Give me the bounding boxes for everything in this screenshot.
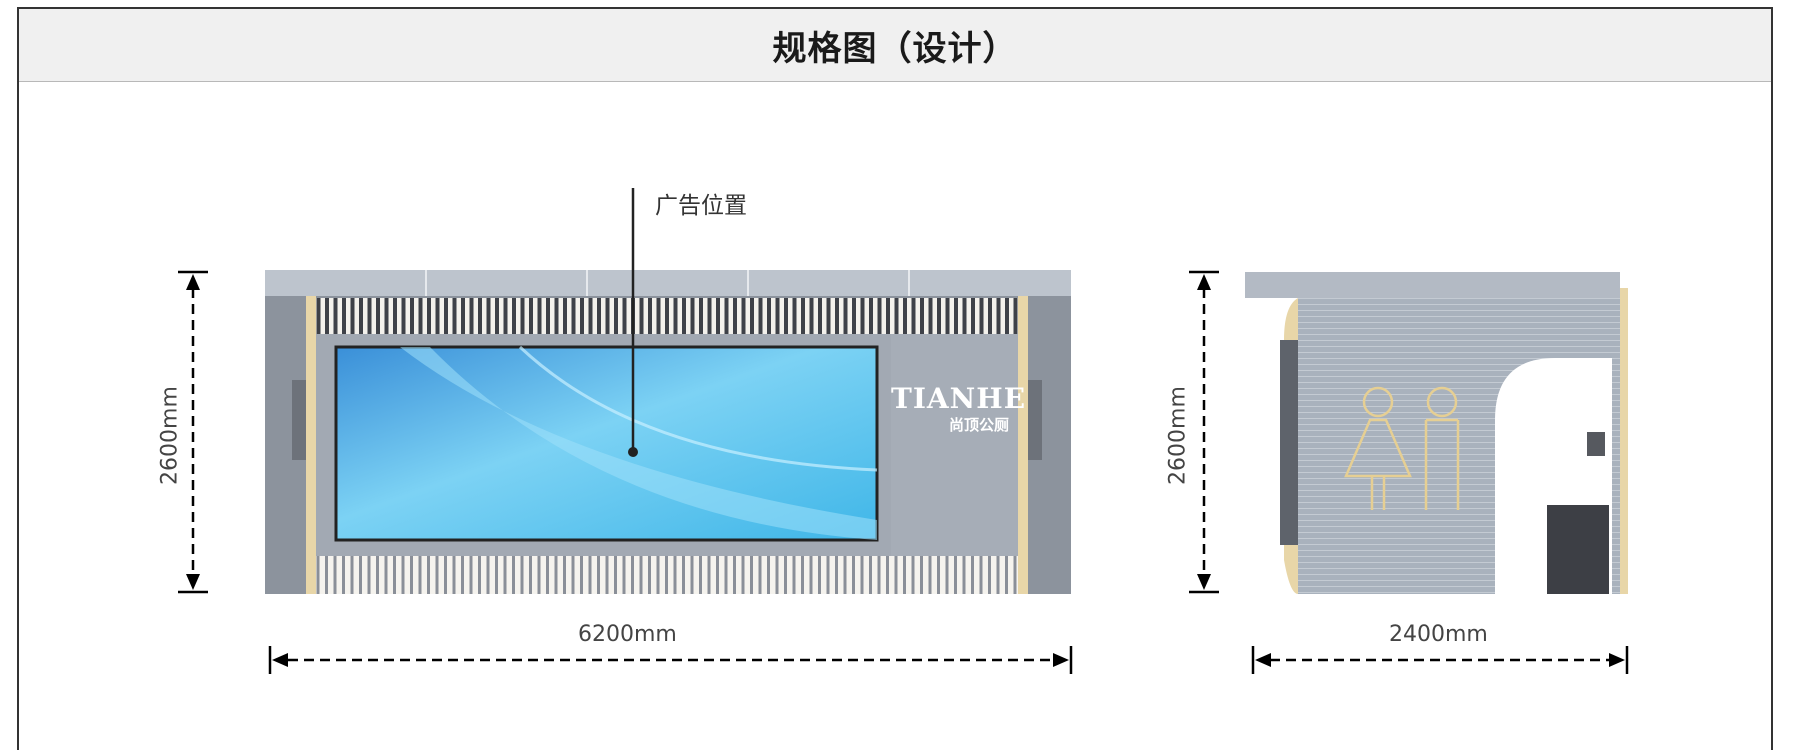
side-lamp (1280, 340, 1298, 545)
ad-callout-leader (628, 188, 638, 457)
front-roof (265, 270, 1071, 296)
side-wood-edge-right (1620, 288, 1628, 594)
restroom-sign-icon (1344, 386, 1460, 510)
brand-panel (891, 334, 1018, 556)
ad-position-label: 广告位置 (655, 193, 747, 219)
brand-subtitle: 尚顶公厕 (948, 416, 1009, 434)
front-view (265, 270, 1071, 594)
bottom-louver (316, 556, 1018, 594)
front-width-label: 6200mm (578, 622, 677, 647)
brand-name: TIANHE (891, 382, 1027, 415)
page-title: 规格图（设计） (772, 28, 1018, 69)
side-counter (1547, 505, 1609, 594)
side-fixture (1587, 432, 1605, 456)
side-view (1245, 272, 1628, 594)
front-width-dimension (268, 646, 1073, 674)
side-roof (1245, 272, 1620, 298)
screen-swoosh-line (518, 345, 878, 472)
side-height-dimension (1189, 270, 1219, 594)
left-wood-trim (306, 296, 316, 594)
right-side-lamp (1028, 380, 1042, 460)
roof-seams (425, 270, 910, 296)
side-width-dimension (1251, 646, 1629, 674)
side-width-label: 2400mm (1389, 622, 1488, 647)
screen-swoosh (400, 347, 877, 540)
title-bar: 规格图（设计） (19, 9, 1771, 82)
top-louver (316, 298, 1018, 334)
left-side-lamp (292, 380, 306, 460)
front-height-label: 2600mm (157, 386, 183, 485)
side-height-label: 2600mm (1165, 386, 1191, 485)
right-wood-trim (1018, 296, 1028, 594)
front-height-dimension (178, 270, 208, 594)
